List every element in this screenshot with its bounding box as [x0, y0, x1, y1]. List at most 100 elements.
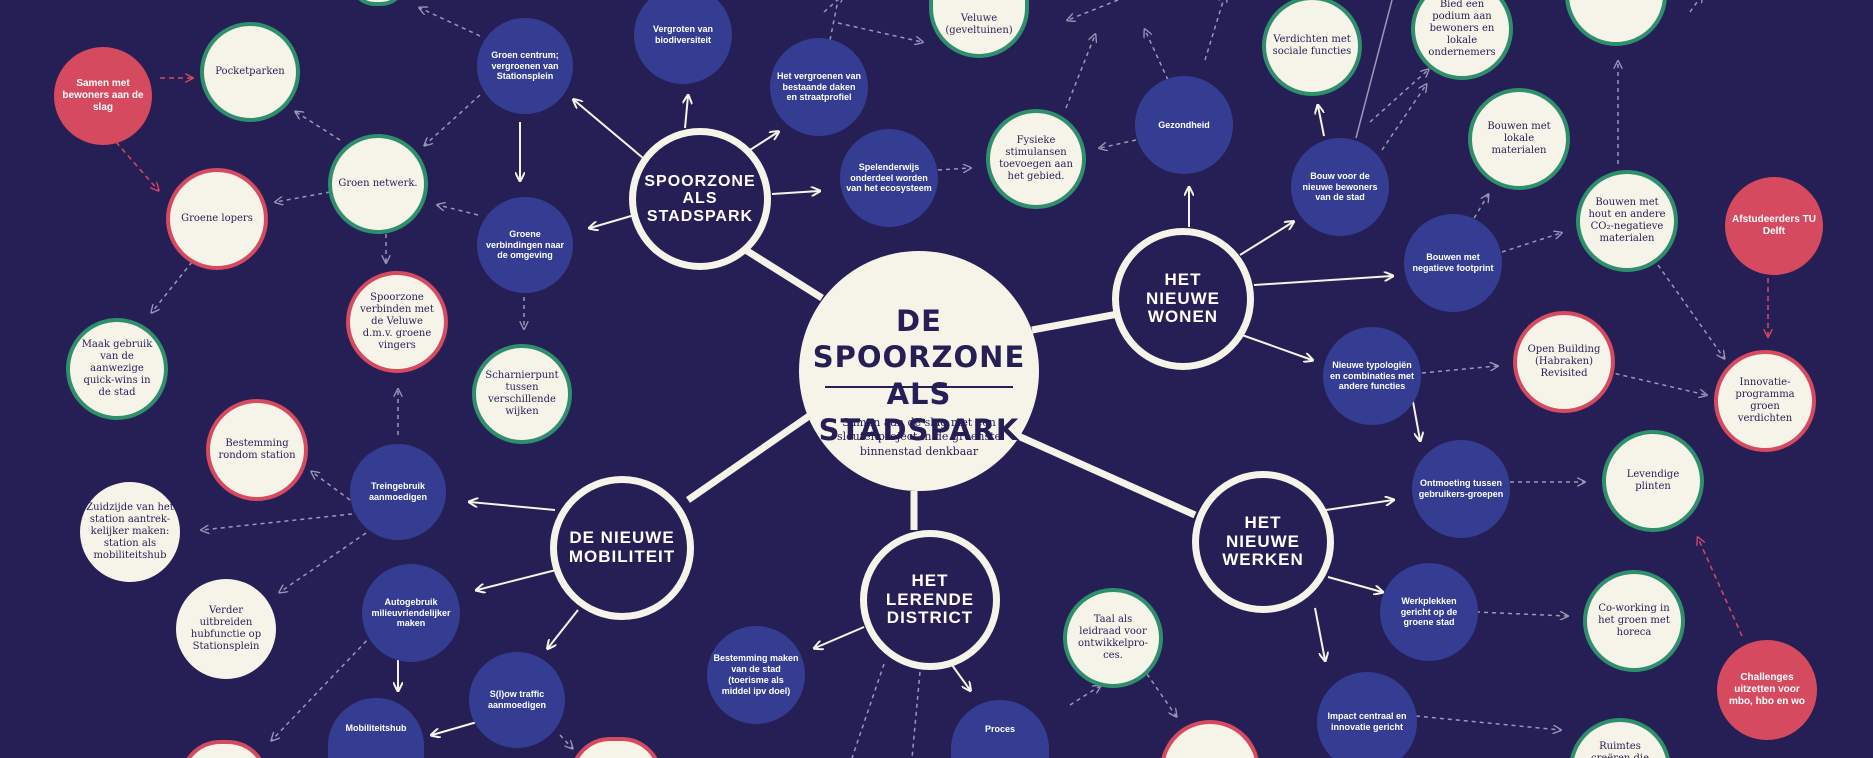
node-label: Verder uitbreiden hubfunctie op Stations…	[190, 605, 262, 652]
node-label: Pocketparken	[215, 66, 285, 77]
node-challenges[interactable]: Challenges uitzetten voor mbo, hbo en wo	[1717, 640, 1817, 740]
node-label: Open Building (Habraken) Revisited	[1527, 344, 1601, 379]
node-label: Mobiliteitshub	[345, 722, 407, 733]
theme-wonen[interactable]: HET NIEUWE WONEN	[1112, 228, 1254, 370]
theme-stadspark-label: SPOORZONE ALS STADSPARK	[644, 172, 756, 225]
node-fysieke-stimulansen[interactable]: Fysieke stimulansen toevoegen aan het ge…	[986, 109, 1086, 209]
node-samen-bewoners[interactable]: Samen met bewoners aan de slag	[54, 47, 152, 145]
central-hub: DE SPOORZONE ALS STADSPARK Samen aan de …	[799, 251, 1039, 491]
node-label: Proces	[984, 723, 1016, 734]
node-label: Spoorzone verbinden met de Veluwe d.m.v.…	[360, 292, 434, 351]
theme-lerend-label: HET LERENDE DISTRICT	[885, 570, 975, 628]
node-label: Scharnierpunt tussen verschillende wijke…	[485, 370, 559, 417]
node-label: Levendige plinten	[1626, 469, 1680, 492]
node-afstudeerders[interactable]: Afstudeerders TU Delft	[1725, 177, 1823, 275]
theme-arrows	[398, 96, 1420, 735]
node-label: Verdichten met sociale functies	[1272, 34, 1352, 57]
node-taal-leidraad[interactable]: Taal als leidraad voor ontwikkelpro-ces.	[1063, 588, 1163, 688]
node-spoorzone-verbinden[interactable]: Spoorzone verbinden met de Veluwe d.m.v.…	[346, 271, 448, 373]
node-label: Afstudeerders TU Delft	[1732, 214, 1816, 237]
node-label: Bied een podium aan bewoners en lokale o…	[1428, 0, 1496, 58]
node-label: Groene lopers	[181, 213, 253, 224]
node-label: Spelenderwijs onderdeel worden van het e…	[846, 161, 932, 194]
center-subtitle: Samen aan de slag met een sleutel-projec…	[836, 416, 1002, 458]
node-verder-uitbreiden[interactable]: Verder uitbreiden hubfunctie op Stations…	[176, 579, 276, 679]
node-innovatie-programma[interactable]: Innovatie-programma groen verdichten	[1714, 350, 1816, 452]
node-werkplekken[interactable]: Werkplekken gericht op de groene stad	[1380, 563, 1478, 661]
node-label: Challenges uitzetten voor mbo, hbo en wo	[1728, 672, 1806, 707]
node-nieuwe-typologieen[interactable]: Nieuwe typologiën en combinaties met and…	[1323, 327, 1421, 425]
red-arrows	[115, 78, 1768, 637]
node-label: Bouw voor de nieuwe bewoners van de stad	[1302, 170, 1378, 203]
node-label: Bouwen met negatieve footprint	[1412, 252, 1494, 273]
node-label: S(l)ow traffic aanmoedigen	[487, 689, 546, 710]
node-pocketparken[interactable]: Pocketparken	[200, 22, 300, 122]
node-label: Impact centraal en innovatie gericht	[1327, 711, 1407, 732]
node-label: Bestemming rondom station	[218, 438, 296, 461]
node-groen-netwerk[interactable]: Groen netwerk.	[328, 134, 428, 234]
center-title: DE SPOORZONE ALS STADSPARK	[812, 304, 1026, 447]
node-lokale-materialen[interactable]: Bouwen met lokale materialen	[1468, 88, 1570, 190]
node-vergroten-biodiversiteit[interactable]: Vergroten van biodiversiteit	[634, 0, 732, 84]
node-maak-gebruik[interactable]: Maak gebruik van de aanwezige quick-wins…	[66, 318, 168, 420]
node-levendige-plinten[interactable]: Levendige plinten	[1602, 430, 1704, 532]
theme-werken-label: HET NIEUWE WERKEN	[1222, 512, 1304, 570]
theme-wonen-label: HET NIEUWE WONEN	[1146, 269, 1220, 327]
node-label: Het vergroenen van bestaande daken en st…	[776, 70, 862, 103]
node-negatieve-footprint[interactable]: Bouwen met negatieve footprint	[1404, 214, 1502, 312]
node-label: Co-working in het groen met horeca	[1598, 603, 1670, 638]
node-label: Ruimtes creëren die	[1591, 741, 1649, 758]
theme-lerend[interactable]: HET LERENDE DISTRICT	[860, 530, 1000, 670]
node-groene-verbindingen[interactable]: Groene verbindingen naar de omgeving	[477, 197, 573, 293]
theme-werken[interactable]: HET NIEUWE WERKEN	[1192, 471, 1334, 613]
node-bestemming-rondom[interactable]: Bestemming rondom station	[206, 399, 308, 501]
theme-mobiliteit[interactable]: DE NIEUWE MOBILITEIT	[550, 476, 694, 620]
node-label: Gezondheid	[1158, 119, 1210, 130]
node-label: Treingebruik aanmoedigen	[368, 481, 427, 502]
node-label: Bestemming maken van de stad (toerisme a…	[713, 653, 799, 696]
node-label: Samen met bewoners aan de slag	[62, 78, 144, 113]
node-gezondheid[interactable]: Gezondheid	[1135, 76, 1233, 174]
theme-mobiliteit-label: DE NIEUWE MOBILITEIT	[568, 528, 676, 566]
center-spokes	[686, 246, 1197, 530]
center-divider	[825, 386, 1013, 388]
theme-stadspark[interactable]: SPOORZONE ALS STADSPARK	[629, 128, 771, 270]
node-groen-centrum[interactable]: Groen centrum; vergroenen van Stationspl…	[477, 18, 573, 114]
node-impact[interactable]: Impact centraal en innovatie gericht	[1317, 672, 1417, 758]
node-label: Bouwen met hout en andere CO₂-negatieve …	[1588, 197, 1666, 244]
node-zuidzijde[interactable]: Zuidzijde van het station aantrek-kelijk…	[80, 482, 180, 582]
node-vergroenen-daken[interactable]: Het vergroenen van bestaande daken en st…	[770, 38, 868, 136]
node-label: Autogebruik milieuvriendelijker maken	[371, 596, 451, 629]
node-label: Bouwen met lokale materialen	[1487, 121, 1551, 156]
node-label: Innovatie-programma groen verdichten	[1735, 377, 1795, 424]
node-open-building[interactable]: Open Building (Habraken) Revisited	[1513, 311, 1615, 413]
dashed-lines	[829, 0, 921, 758]
node-label: Zuidzijde van het station aantrek-kelijk…	[86, 502, 174, 561]
node-label: Groen centrum; vergroenen van Stationspl…	[491, 49, 559, 82]
node-label: Nieuwe typologiën en combinaties met and…	[1329, 359, 1415, 392]
node-label: Veluwe (geveltuinen)	[945, 13, 1013, 36]
node-label: Groene verbindingen naar de omgeving	[485, 228, 565, 261]
node-scharnierpunt[interactable]: Scharnierpunt tussen verschillende wijke…	[472, 344, 572, 444]
node-label: Werkplekken gericht op de groene stad	[1400, 595, 1458, 628]
node-verdichten[interactable]: Verdichten met sociale functies	[1262, 0, 1362, 96]
node-ontmoeting[interactable]: Ontmoeting tussen gebruikers-groepen	[1412, 440, 1510, 538]
node-label: Maak gebruik van de aanwezige quick-wins…	[81, 339, 153, 398]
dashed-arrows	[152, 0, 1724, 748]
node-bouw-nieuwe-bewoners[interactable]: Bouw voor de nieuwe bewoners van de stad	[1291, 138, 1389, 236]
node-label: Ontmoeting tussen gebruikers-groepen	[1418, 478, 1504, 499]
node-treingebruik[interactable]: Treingebruik aanmoedigen	[350, 444, 446, 540]
node-bestemming-maken[interactable]: Bestemming maken van de stad (toerisme a…	[707, 626, 805, 724]
node-label: Vergroten van biodiversiteit	[652, 24, 714, 45]
node-groene-lopers[interactable]: Groene lopers	[166, 168, 268, 270]
node-autogebruik[interactable]: Autogebruik milieuvriendelijker maken	[362, 564, 460, 662]
node-slow-traffic[interactable]: S(l)ow traffic aanmoedigen	[469, 652, 565, 748]
node-label: Groen netwerk.	[338, 178, 418, 189]
node-hout-co2[interactable]: Bouwen met hout en andere CO₂-negatieve …	[1576, 170, 1678, 272]
node-coworking[interactable]: Co-working in het groen met horeca	[1583, 570, 1685, 672]
node-label: Fysieke stimulansen toevoegen aan het ge…	[999, 135, 1073, 182]
node-podium[interactable]: Bied een podium aan bewoners en lokale o…	[1411, 0, 1513, 80]
node-spelenderwijs[interactable]: Spelenderwijs onderdeel worden van het e…	[840, 129, 938, 227]
